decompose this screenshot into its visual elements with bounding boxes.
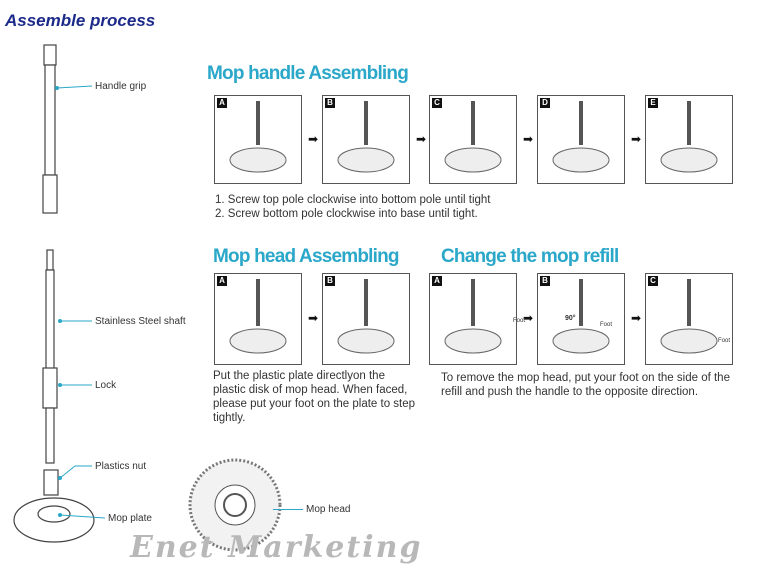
panel-letter: A [217,276,227,286]
handle-panel-c: C [429,95,517,184]
step-illustration [552,279,610,354]
refill-panel-c: C [645,273,733,365]
foot-label: Foot [718,338,731,344]
step-illustration [444,279,502,354]
mop-head-illustration [188,458,282,552]
handle-panel-a: A [214,95,302,184]
step-illustration [552,101,610,173]
label-mop-head: Mop head [306,504,351,515]
heading-mop-handle: Mop handle Assembling [207,63,409,84]
refill-instructions: To remove the mop head, put your foot on… [441,372,730,398]
step-illustration [444,101,502,173]
foot-label: Foot [513,318,526,324]
step-illustration [337,101,395,173]
next-arrow-icon: ➡ [631,311,642,325]
foot-label: Foot [600,322,613,328]
label-lock: Lock [95,380,117,391]
panel-letter: C [648,276,658,286]
next-arrow-icon: ➡ [631,131,642,146]
next-arrow-icon: ➡ [308,311,319,325]
step-illustration [337,279,395,354]
heading-mop-head: Mop head Assembling [213,246,400,267]
panel-letter: B [325,98,335,108]
panel-letter: D [540,98,550,108]
handle-step-1: 1. Screw top pole clockwise into bottom … [215,194,491,206]
next-arrow-icon: ➡ [416,131,427,146]
head-panel-b: B [322,273,410,365]
panel-letter: C [432,98,442,108]
handle-panel-e: E [645,95,733,184]
step-illustration [660,101,718,173]
label-handle-grip: Handle grip [95,81,147,92]
label-plastics-nut: Plastics nut [95,461,147,472]
label-mop-plate: Mop plate [108,513,152,524]
panel-letter: B [325,276,335,286]
panel-letter: B [540,276,550,286]
mop-head-leader [273,509,303,510]
refill-panel-a: A [429,273,517,365]
step-illustration [229,279,287,354]
next-arrow-icon: ➡ [523,131,534,146]
handle-panel-d: D [537,95,625,184]
watermark: Enet Marketing [130,530,423,565]
handle-step-2: 2. Screw bottom pole clockwise into base… [215,208,478,220]
handle-panel-b: B [322,95,410,184]
mop-head-instructions: Put the plastic plate directlyon the pla… [213,370,416,424]
next-arrow-icon: ➡ [523,311,534,325]
next-arrow-icon: ➡ [308,131,319,146]
panel-letter: A [432,276,442,286]
panel-letter: A [217,98,227,108]
mop-parts-illustration [13,44,106,543]
refill-panel-b: B [537,273,625,365]
step-illustration [229,101,287,173]
page-title: Assemble process [5,11,156,30]
label-shaft: Stainless Steel shaft [95,316,186,327]
heading-change-refill: Change the mop refill [441,246,619,267]
head-panel-a: A [214,273,302,365]
panel-letter: E [648,98,658,108]
angle-label: 90° [565,315,576,322]
step-illustration [660,279,718,354]
